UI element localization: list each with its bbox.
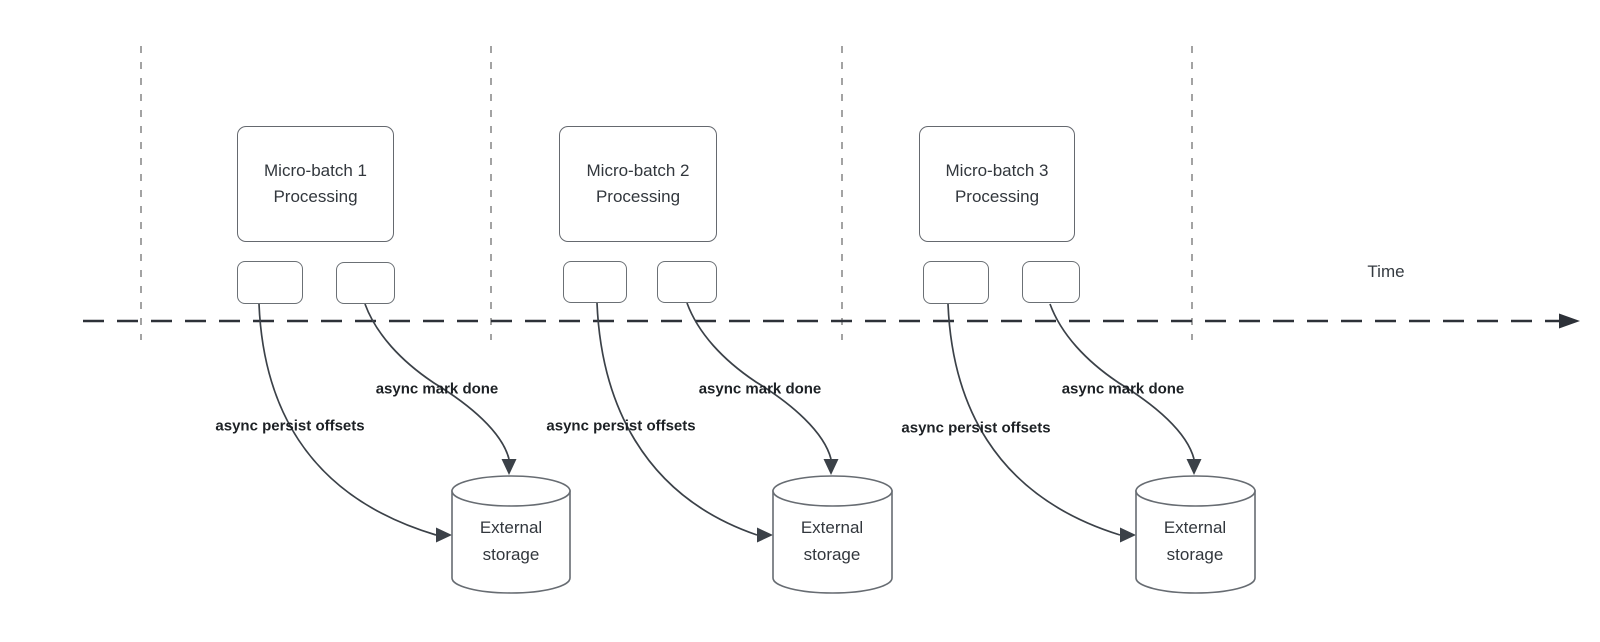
batch-2-persist-task-box — [563, 261, 627, 303]
batch-2-persist-arrow — [596, 302, 758, 536]
batch-3-markdone-label: async mark done — [1061, 380, 1185, 398]
batch-1-markdone-label: async mark done — [375, 380, 499, 398]
batch-3-persist-arrowhead — [1120, 527, 1136, 543]
time-axis-label: Time — [1367, 262, 1405, 281]
batch-2-storage-cylinder — [772, 475, 893, 594]
batch-1-persist-arrowhead — [436, 527, 452, 543]
batch-1-markdone-arrow — [364, 303, 510, 460]
batch-1-markdone-arrowhead — [501, 459, 517, 475]
batch-1-storage-label: External storage — [479, 518, 543, 564]
batch-2-markdone-label: async mark done — [698, 380, 822, 398]
batch-1-persist-arrow — [258, 303, 437, 536]
batch-2-markdone-arrow — [686, 302, 832, 460]
batch-2-processing-box: Micro-batch 2 Processing — [559, 126, 717, 242]
batch-3-markdone-arrow — [1049, 303, 1195, 460]
batch-3-markdone-task-box — [1022, 261, 1080, 303]
time-axis-arrowhead — [1559, 313, 1580, 329]
batch-1-markdone-task-box — [336, 262, 395, 304]
batch-2-title: Micro-batch 2 Processing — [586, 161, 690, 206]
batch-1-storage-cylinder — [451, 475, 571, 594]
batch-3-storage-label: External storage — [1163, 518, 1227, 564]
batch-2-persist-arrowhead — [757, 527, 773, 543]
batch-3-markdone-arrowhead — [1186, 459, 1202, 475]
batch-3-persist-task-box — [923, 261, 989, 304]
batch-1-persist-label: async persist offsets — [215, 417, 365, 435]
batch-1-persist-task-box — [237, 261, 303, 304]
batch-3-persist-label: async persist offsets — [901, 419, 1051, 437]
batch-1-processing-box: Micro-batch 1 Processing — [237, 126, 394, 242]
batch-2-storage-label: External storage — [800, 518, 864, 564]
batch-3-storage-cylinder — [1135, 475, 1256, 594]
batch-3-processing-box: Micro-batch 3 Processing — [919, 126, 1075, 242]
batch-3-persist-arrow — [947, 303, 1121, 536]
batch-3-title: Micro-batch 3 Processing — [945, 161, 1049, 206]
batch-1-title: Micro-batch 1 Processing — [264, 161, 367, 206]
batch-2-persist-label: async persist offsets — [546, 417, 696, 435]
batch-2-markdone-task-box — [657, 261, 717, 303]
batch-2-markdone-arrowhead — [823, 459, 839, 475]
